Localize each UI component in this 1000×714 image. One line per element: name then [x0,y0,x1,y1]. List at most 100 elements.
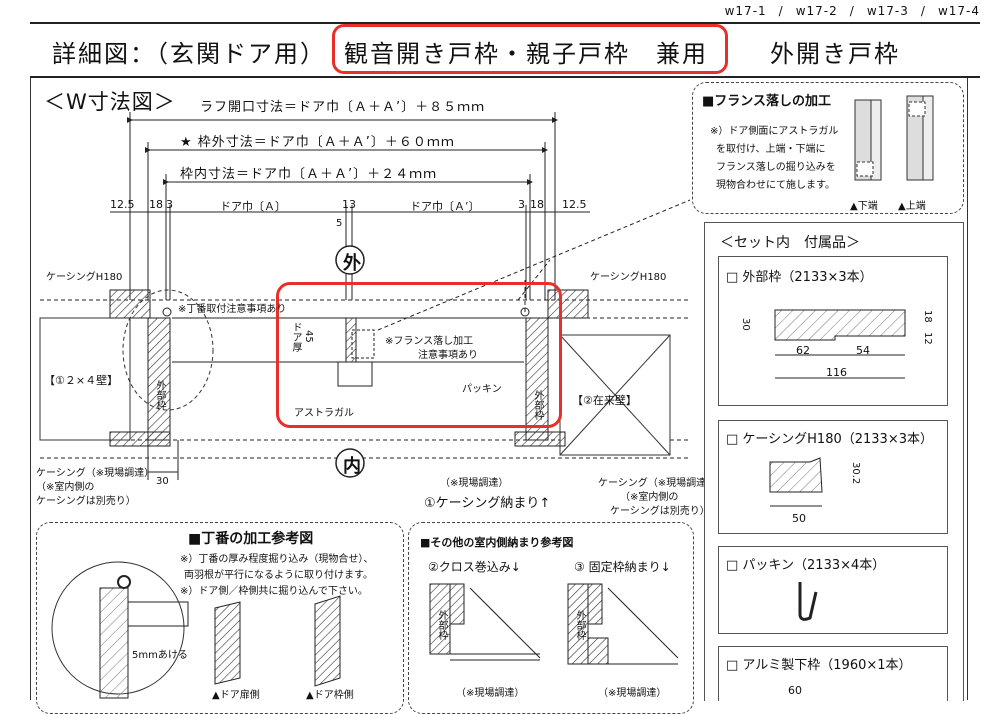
fixed-frame-caption: ③ 固定枠納まり↓ [574,560,671,574]
other-fittings-title: ■その他の室内側納まり参考図 [420,536,574,549]
accessory-sill-label: □ アルミ製下枠（1960×1本） [726,658,912,673]
page-link-w17-2[interactable]: w17-2 [795,4,838,18]
outside-marker [335,245,365,275]
hinge-illustration [51,561,341,699]
tick-13: 13 [342,198,356,211]
casing-site-left-2: （※室内側の [36,482,95,493]
page-link-w17-4[interactable]: w17-4 [937,4,980,18]
left-wall [39,317,131,441]
nav-separator: / [849,4,855,18]
astragal-label: アストラガル [294,408,354,419]
hinge-text-2: 両羽根が平行になるように取り付けます。 [184,570,373,581]
page-link-w17-1[interactable]: w17-1 [724,4,767,18]
wall-left-label: 【①２×４壁】 [44,374,119,387]
page-title-right: 外開き戸枠 [770,40,900,68]
page-link-w17-3[interactable]: w17-3 [866,4,909,18]
left-outer-frame [147,317,171,441]
casing-site-right: ケーシング（※現場調達） [598,478,717,489]
left-casing-bottom [109,431,171,447]
drawing-border [30,78,968,700]
cloth-wrap-caption: ②クロス巻込み↓ [428,560,521,574]
hinge-dim-5mm: 5mmあける [132,650,188,661]
casing-left-label: ケーシングH180 [46,272,123,283]
dim-5: 5 [336,218,343,229]
hinge-detail-callout [122,289,214,411]
tick-18-left: 18 [149,198,163,211]
door-thickness-value: 45 [303,330,314,343]
section-heading: ＜W寸法図＞ [44,90,176,114]
accessory-outer-frame-label: □ 外部枠（2133×3本） [726,270,873,285]
flange-text-3: フランス落しの掘り込みを [716,162,836,173]
accessory-casing-box [718,420,948,534]
dimension-lines [110,112,590,480]
outside-label: 外 [343,253,361,274]
casing-site-left: ケーシング（※現場調達） [36,468,155,479]
wall-right-label: 【②在来壁】 [572,394,637,407]
other-outer-frame-1: 外部枠 [436,610,447,640]
outer-frame-left-label: 外部枠 [154,380,165,410]
hinge-panel-title: ■丁番の加工参考図 [188,531,314,547]
tick-3-right: 3 [518,198,525,211]
flange-note-1: ※フランス落し加工 [385,336,474,347]
inside-label: 内 [343,456,361,477]
outer-frame-dim-18: 18 [922,310,933,323]
outer-frame-dim-62: 62 [796,344,810,357]
tick-door-width-a-prime: ドア巾〔Ａ’〕 [410,200,480,213]
nav-separator: / [920,4,926,18]
frame-outer-dimension: ★ 枠外寸法＝ドア巾〔Ａ＋Ａ’〕＋６０ｍｍ [180,135,455,150]
packing-label: パッキン [462,384,502,395]
accessory-packing-box [718,546,948,634]
flange-illustration [854,95,934,181]
other-fittings-illustration [429,583,679,665]
casing-dim-30-2: 30.2 [850,462,861,485]
flange-text-4: 現物合わせにて施します。 [716,180,835,191]
rough-opening-dimension: ラフ開口寸法＝ドア巾〔Ａ＋Ａ’〕＋８５ｍｍ [200,100,486,115]
dim-30-bottom: 30 [156,476,169,487]
hinge-text-3: ※）ドア側／枠側共に掘り込んで下さい。 [180,586,368,597]
casing-profile [769,457,823,507]
casing-fit-caption: ①ケーシング納まり↑ [424,496,551,511]
tick-18-right: 18 [530,198,544,211]
page-title-highlight: 観音開き戸枠・親子戸枠 兼用 [344,40,708,68]
title-bar [30,22,980,78]
door-thickness-label: ドア厚 [290,322,301,352]
right-casing-bottom [514,431,566,447]
accessories-title: ＜セット内 付属品＞ [720,235,860,251]
tick-12-5-right: 12.5 [562,198,587,211]
hinge-caution-note: ※丁番取付注意事項あり [178,304,287,315]
packing-profile [798,582,818,621]
door-detail-highlight [276,282,562,428]
hinge-caption-frame: ▲ドア枠側 [306,690,354,701]
site-procured-label: （※現場調達） [440,478,509,489]
hinge-text-1: ※）丁番の厚み程度掘り込み（現物合せ）、 [180,554,374,565]
flange-note-2: 注意事項あり [418,350,478,361]
flange-text-2: を取付け、上端・下端に [716,144,826,155]
tick-3-left: 3 [166,198,173,211]
outer-frame-dim-116: 116 [826,366,847,379]
tick-12-5-left: 12.5 [110,198,135,211]
other-site-2: （※現場調達） [598,688,667,699]
casing-site-left-3: ケーシングは別売り） [36,496,136,507]
title-highlight-frame [332,24,728,74]
page-title-left: 詳細図：（玄関ドア用） [52,40,326,68]
accessory-casing-label: □ ケーシングH180（2133×3本） [726,432,933,447]
outer-frame-dim-12: 12 [922,332,933,345]
outer-frame-dim-54: 54 [856,344,870,357]
flange-caption-top: ▲上端 [898,201,926,212]
nav-separator: / [778,4,784,18]
other-outer-frame-2: 外部枠 [574,610,585,640]
sill-dim-60: 60 [788,684,802,697]
door-leaves [172,317,524,363]
page-nav: w17-1 / w17-2 / w17-3 / w17-4 [719,4,986,18]
tick-door-width-a: ドア巾〔Ａ〕 [220,200,286,213]
casing-site-right-3: ケーシングは別売り） [610,506,710,517]
frame-inner-dimension: 枠内寸法＝ドア巾〔Ａ＋Ａ’〕＋２４ｍｍ [180,167,438,182]
inside-marker [335,448,365,478]
accessory-sill-box [718,646,948,701]
casing-site-right-2: （※室内側の [620,492,679,503]
accessory-packing-label: □ パッキン（2133×4本） [726,558,886,573]
flange-panel-title: ■フランス落しの加工 [702,94,832,109]
other-site-1: （※現場調達） [456,688,525,699]
flange-text-1: ※）ドア側面にアストラガル [710,126,839,137]
